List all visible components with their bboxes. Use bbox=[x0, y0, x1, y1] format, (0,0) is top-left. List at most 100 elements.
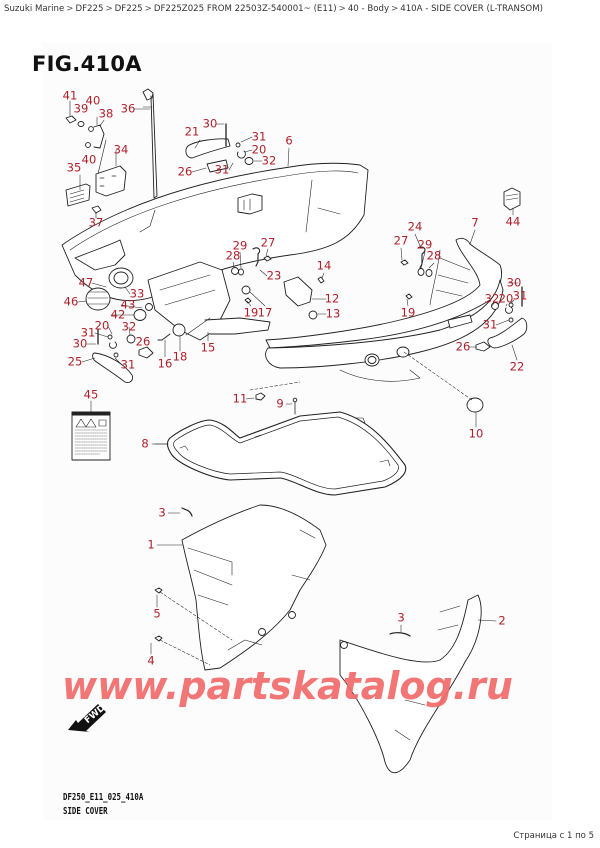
callout-part-20[interactable]: 20 bbox=[251, 142, 267, 157]
callout-part-31[interactable]: 31 bbox=[251, 129, 267, 144]
callout-part-11[interactable]: 11 bbox=[232, 391, 248, 406]
callout-part-14[interactable]: 14 bbox=[316, 258, 332, 273]
part-side-cover-right-7 bbox=[265, 187, 528, 413]
callout-part-6[interactable]: 6 bbox=[285, 133, 293, 148]
callout-part-45[interactable]: 45 bbox=[83, 387, 99, 402]
callout-part-1[interactable]: 1 bbox=[147, 537, 155, 552]
breadcrumb-item-df225[interactable]: DF225 bbox=[75, 4, 104, 14]
callout-part-20[interactable]: 20 bbox=[94, 318, 110, 333]
callout-part-18[interactable]: 18 bbox=[172, 349, 188, 364]
breadcrumb-item-suzuki-marine[interactable]: Suzuki Marine bbox=[4, 4, 65, 14]
callout-part-4[interactable]: 4 bbox=[147, 653, 155, 668]
callout-part-31[interactable]: 31 bbox=[214, 162, 230, 177]
callout-part-8[interactable]: 8 bbox=[141, 436, 149, 451]
callout-part-38[interactable]: 38 bbox=[98, 106, 114, 121]
callout-part-40[interactable]: 40 bbox=[81, 152, 97, 167]
leader-lines-bottom bbox=[150, 443, 497, 666]
callout-part-26[interactable]: 26 bbox=[455, 339, 471, 354]
callout-part-47[interactable]: 47 bbox=[78, 275, 94, 290]
callout-part-42[interactable]: 42 bbox=[110, 307, 126, 322]
callout-part-36[interactable]: 36 bbox=[120, 101, 136, 116]
callout-part-27[interactable]: 27 bbox=[393, 233, 409, 248]
part-frame-15 bbox=[85, 261, 271, 359]
part-bolts-11-9 bbox=[255, 392, 298, 415]
callout-part-3[interactable]: 3 bbox=[397, 610, 405, 625]
breadcrumb-item-df225-sub[interactable]: DF225 bbox=[114, 4, 143, 14]
part-warning-label-45 bbox=[71, 400, 111, 461]
callout-part-10[interactable]: 10 bbox=[468, 426, 484, 441]
part-rod-36 bbox=[142, 88, 158, 199]
callout-part-9[interactable]: 9 bbox=[276, 396, 284, 411]
callout-part-16[interactable]: 16 bbox=[157, 356, 173, 371]
callout-part-5[interactable]: 5 bbox=[153, 606, 161, 621]
figure-title: FIG.410A bbox=[32, 52, 142, 76]
breadcrumb-item-body[interactable]: 40 - Body bbox=[347, 4, 390, 14]
callout-part-19[interactable]: 19 bbox=[243, 305, 259, 320]
leader-lines-mid bbox=[77, 233, 435, 366]
figure-code: DF250_E11_025_410A bbox=[63, 792, 144, 803]
callout-part-34[interactable]: 34 bbox=[113, 142, 129, 157]
part-hooks bbox=[231, 246, 433, 320]
callout-part-19[interactable]: 19 bbox=[400, 305, 416, 320]
breadcrumb-current: 410A - SIDE COVER (L-TRANSOM) bbox=[400, 4, 543, 14]
callout-part-29[interactable]: 29 bbox=[232, 238, 248, 253]
breadcrumb-separator: > bbox=[144, 4, 152, 14]
callout-part-25[interactable]: 25 bbox=[67, 354, 83, 369]
callout-part-43[interactable]: 43 bbox=[120, 297, 136, 312]
callout-part-44[interactable]: 44 bbox=[505, 214, 521, 229]
part-side-cover-left-6 bbox=[61, 162, 369, 302]
callout-part-28[interactable]: 28 bbox=[426, 248, 442, 263]
callout-part-31[interactable]: 31 bbox=[80, 325, 96, 340]
callout-part-17[interactable]: 17 bbox=[257, 305, 273, 320]
callout-part-28[interactable]: 28 bbox=[225, 248, 241, 263]
breadcrumb-separator: > bbox=[391, 4, 399, 14]
breadcrumb-separator: > bbox=[338, 4, 346, 14]
callout-part-39[interactable]: 39 bbox=[73, 101, 89, 116]
callout-part-46[interactable]: 46 bbox=[63, 294, 79, 309]
callout-part-33[interactable]: 33 bbox=[129, 286, 145, 301]
callout-part-24[interactable]: 24 bbox=[407, 219, 423, 234]
callout-part-30[interactable]: 30 bbox=[72, 336, 88, 351]
breadcrumb: Suzuki Marine>DF225>DF225>DF225Z025 FROM… bbox=[4, 4, 543, 14]
part-seal-8 bbox=[151, 411, 407, 496]
callout-part-12[interactable]: 12 bbox=[324, 291, 340, 306]
callout-part-21[interactable]: 21 bbox=[184, 124, 200, 139]
callout-part-2[interactable]: 2 bbox=[498, 613, 506, 628]
callout-part-31[interactable]: 31 bbox=[120, 357, 136, 372]
page-indicator: Страница с 1 по 5 bbox=[513, 831, 594, 841]
leader-lines-top bbox=[79, 108, 290, 191]
figure-caption: SIDE COVER bbox=[63, 806, 108, 817]
callout-part-41[interactable]: 41 bbox=[62, 88, 78, 103]
callout-part-32[interactable]: 32 bbox=[261, 153, 277, 168]
callout-part-29[interactable]: 29 bbox=[417, 237, 433, 252]
callout-part-35[interactable]: 35 bbox=[66, 160, 82, 175]
callout-part-31[interactable]: 31 bbox=[512, 288, 528, 303]
callout-part-26[interactable]: 26 bbox=[177, 164, 193, 179]
callout-part-23[interactable]: 23 bbox=[266, 268, 282, 283]
forward-arrow-icon: FWD bbox=[68, 703, 107, 732]
breadcrumb-item-model-range[interactable]: DF225Z025 FROM 22503Z-540001~ (E11) bbox=[153, 4, 337, 14]
callout-part-30[interactable]: 30 bbox=[506, 275, 522, 290]
breadcrumb-separator: > bbox=[66, 4, 74, 14]
watermark: www.partskatalog.ru bbox=[62, 664, 513, 708]
callout-part-22[interactable]: 22 bbox=[509, 359, 525, 374]
callout-part-37[interactable]: 37 bbox=[88, 215, 104, 230]
callout-part-32[interactable]: 32 bbox=[484, 291, 500, 306]
callout-part-31[interactable]: 31 bbox=[482, 317, 498, 332]
callout-part-15[interactable]: 15 bbox=[200, 340, 216, 355]
callout-part-40[interactable]: 40 bbox=[85, 93, 101, 108]
part-lower-cover-1 bbox=[154, 504, 327, 671]
callout-part-30[interactable]: 30 bbox=[202, 116, 218, 131]
fwd-label: FWD bbox=[83, 703, 107, 726]
callout-part-7[interactable]: 7 bbox=[471, 215, 479, 230]
callout-part-26[interactable]: 26 bbox=[135, 334, 151, 349]
callout-part-3[interactable]: 3 bbox=[158, 505, 166, 520]
callout-part-13[interactable]: 13 bbox=[325, 306, 341, 321]
leader-lines-right bbox=[245, 207, 519, 428]
part-lower-cover-2 bbox=[339, 594, 482, 774]
part-handle-21 bbox=[185, 123, 254, 173]
callout-part-27[interactable]: 27 bbox=[260, 235, 276, 250]
callout-part-20[interactable]: 20 bbox=[498, 291, 514, 306]
callout-part-32[interactable]: 32 bbox=[121, 319, 137, 334]
